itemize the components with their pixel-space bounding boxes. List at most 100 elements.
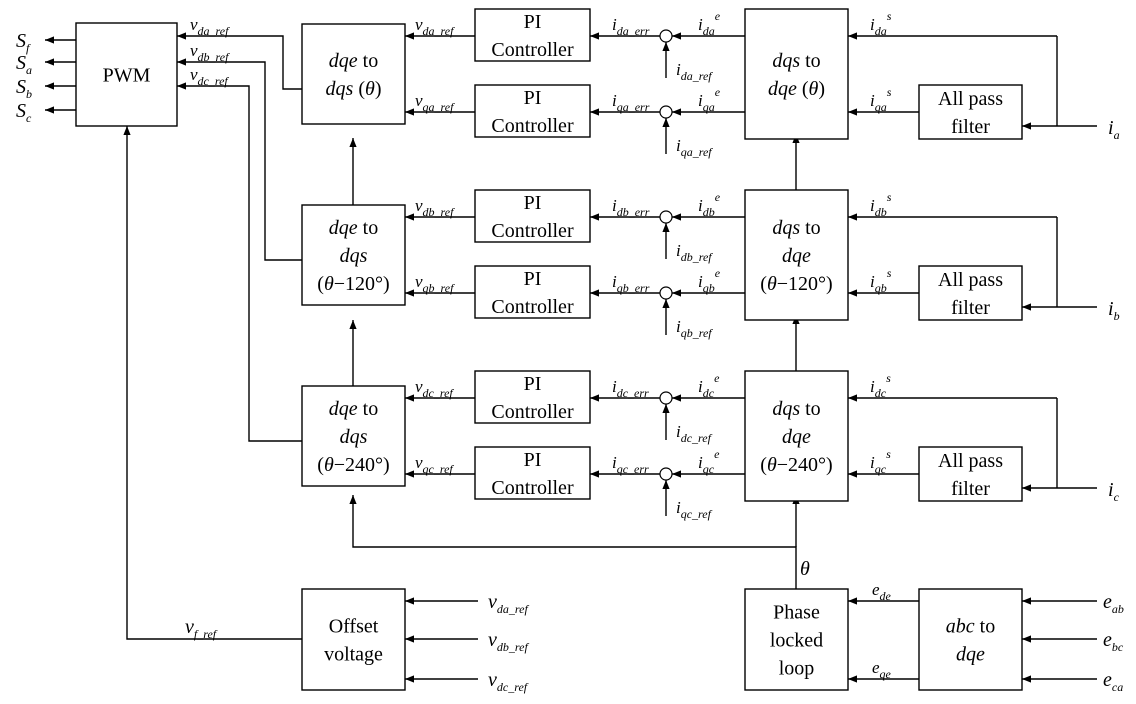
- pwm-output-label: Sa: [16, 52, 32, 77]
- v-f-ref-label: vf_ref: [185, 616, 218, 641]
- summing-junction-q: [659, 467, 673, 481]
- all-pass-filter-c-line: filter: [951, 478, 990, 500]
- all-pass-filter-b-line: filter: [951, 297, 990, 319]
- reference-current-label-q: iqb_ref: [676, 317, 713, 340]
- stationary-current-label-d: idcs: [870, 371, 891, 400]
- dqe-to-dqs-block-b: [301, 204, 406, 306]
- error-label-d: idb_err: [612, 196, 650, 219]
- blocks: [75, 8, 1023, 691]
- line-voltage-label: eca: [1103, 669, 1123, 694]
- dqe-to-dqs-block-c: [301, 385, 406, 487]
- pi-controller-d-b-line: PI: [524, 192, 542, 214]
- dqs-to-dqe-block-c-line: dqe: [782, 426, 811, 448]
- pwm-block-line: PWM: [103, 65, 151, 87]
- pi-controller-q-b-line: Controller: [491, 296, 574, 318]
- all-pass-filter-a: [918, 84, 1023, 140]
- dqs-to-dqe-block-c-line: dqs to: [772, 398, 820, 420]
- all-pass-filter-c: [918, 446, 1023, 502]
- pi-controller-d-b: [474, 189, 591, 243]
- v-ref-pwm-label: vdc_ref: [190, 65, 229, 88]
- pi-controller-q-a-line: Controller: [491, 115, 574, 137]
- pi-controller-d-c: [474, 370, 591, 424]
- pi-controller-d-a-line: Controller: [491, 39, 574, 61]
- all-pass-filter-c-line: All pass: [938, 450, 1003, 472]
- offset-voltage-block-line: voltage: [324, 644, 383, 666]
- dqe-to-dqs-block-a-line: dqe to: [329, 50, 378, 72]
- pi-controller-d-a: [474, 8, 591, 62]
- wires: [45, 32, 1097, 683]
- dqs-to-dqe-block-a-line: dqs to: [772, 50, 820, 72]
- dqe-current-label-q: iqbe: [698, 266, 721, 295]
- dqe-current-label-q: iqae: [698, 85, 721, 114]
- dqs-to-dqe-block-a: [744, 8, 849, 140]
- pi-controller-q-b: [474, 265, 591, 319]
- error-label-q: iqa_err: [612, 91, 650, 114]
- all-pass-filter-a-line: filter: [951, 116, 990, 138]
- pi-controller-q-b-line: PI: [524, 268, 542, 290]
- summing-junction-d: [659, 210, 673, 224]
- reference-current-label-q: iqc_ref: [676, 498, 713, 521]
- dqe-to-dqs-block-b-line: dqe to: [329, 217, 378, 239]
- dqe-current-label-q: iqce: [698, 447, 720, 476]
- theta-label: θ: [800, 558, 810, 580]
- dqs-to-dqe-block-b-line: (θ−120°): [760, 273, 832, 295]
- dqe-to-dqs-block-a-line: dqs (θ): [326, 78, 382, 100]
- pwm-block: [75, 22, 178, 127]
- stationary-current-label-q: iqcs: [870, 447, 891, 476]
- reference-current-label-d: idb_ref: [676, 241, 713, 264]
- v-d-label: vda_ref: [415, 15, 455, 38]
- v-q-label: vqa_ref: [415, 91, 455, 114]
- v-ref-pwm-label: vdb_ref: [190, 41, 230, 64]
- pi-controller-q-c: [474, 446, 591, 500]
- v-ref-to-pwm-wire: [177, 32, 302, 90]
- v-ref-pwm-label: vda_ref: [190, 15, 230, 38]
- error-label-d: idc_err: [612, 377, 649, 400]
- v-d-label: vdb_ref: [415, 196, 455, 219]
- pi-controller-q-c-line: Controller: [491, 477, 574, 499]
- offset-input-label: vdc_ref: [488, 669, 529, 694]
- phase-locked-loop-block-line: loop: [779, 658, 815, 680]
- v-f-ref-wire: [123, 126, 302, 640]
- summing-junction-q: [659, 286, 673, 300]
- summing-junction-d: [659, 391, 673, 405]
- pi-controller-d-c-line: Controller: [491, 401, 574, 423]
- dqe-to-dqs-block-c-line: dqe to: [329, 398, 378, 420]
- dqe-current-label-d: idce: [698, 371, 720, 400]
- line-voltage-label: eab: [1103, 591, 1124, 616]
- stationary-current-label-d: idbs: [870, 190, 892, 219]
- v-ref-to-pwm-wire: [177, 82, 302, 442]
- reference-current-label-d: ida_ref: [676, 60, 713, 83]
- pi-controller-q-a-line: PI: [524, 87, 542, 109]
- pwm-output-label: Sf: [16, 30, 31, 55]
- all-pass-filter-b: [918, 265, 1023, 321]
- error-label-d: ida_err: [612, 15, 650, 38]
- pi-controller-q-c-line: PI: [524, 449, 542, 471]
- offset-input-label: vdb_ref: [488, 629, 529, 654]
- v-ref-to-pwm-wire: [177, 58, 302, 261]
- offset-voltage-block: [301, 588, 406, 691]
- error-label-q: iqc_err: [612, 453, 649, 476]
- theta-bus-wire: [349, 495, 797, 589]
- phase-current-label: ia: [1108, 117, 1120, 142]
- pwm-output-label: Sc: [16, 100, 32, 125]
- reference-current-label-d: idc_ref: [676, 422, 713, 445]
- summing-junction-q: [659, 105, 673, 119]
- reference-current-label-q: iqa_ref: [676, 136, 713, 159]
- stationary-current-label-q: iqas: [870, 85, 892, 114]
- dqe-to-dqs-block-c-line: (θ−240°): [317, 454, 389, 476]
- dqs-to-dqe-block-b: [744, 189, 849, 321]
- dqe-to-dqs-block-a: [301, 23, 406, 125]
- pi-controller-d-c-line: PI: [524, 373, 542, 395]
- abc-to-dqe-block: [918, 588, 1023, 691]
- dqs-to-dqe-block-c-line: (θ−240°): [760, 454, 832, 476]
- v-q-label: vqc_ref: [415, 453, 454, 476]
- pi-controller-q-a: [474, 84, 591, 138]
- dqs-to-dqe-block-c: [744, 370, 849, 502]
- offset-voltage-block-line: Offset: [329, 616, 379, 638]
- dqe-current-label-d: idae: [698, 9, 721, 38]
- abc-to-dqe-block-line: dqe: [956, 644, 985, 666]
- e-de-label: ede: [872, 580, 892, 603]
- phase-locked-loop-block-line: locked: [770, 630, 823, 652]
